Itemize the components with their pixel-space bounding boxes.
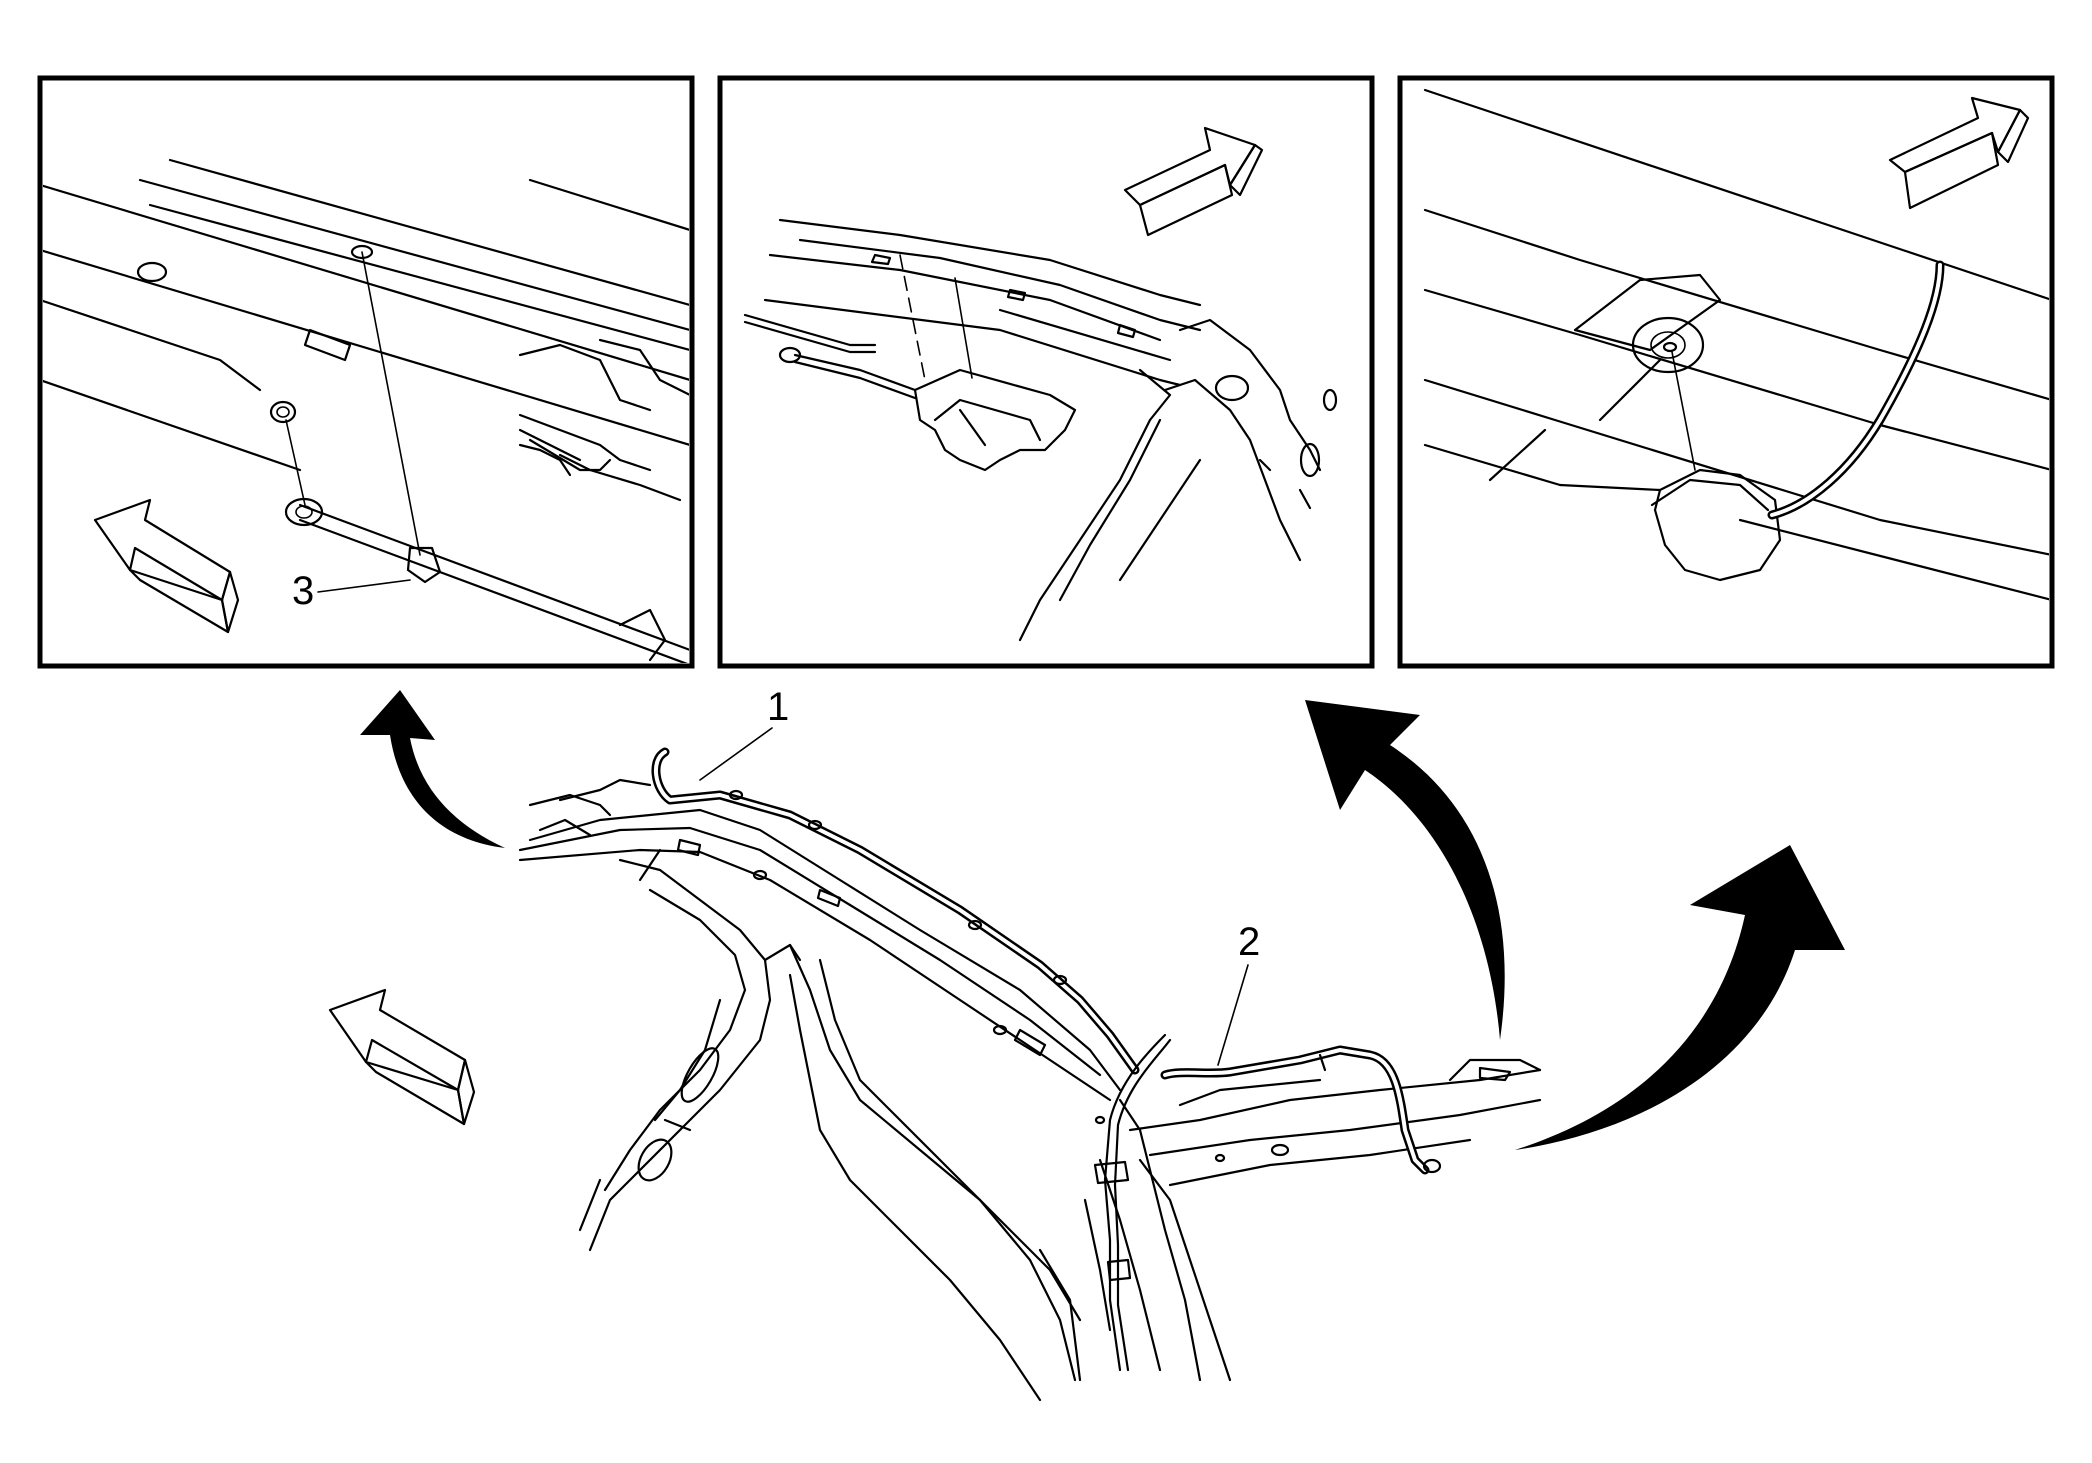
- direction-arrow-icon: [1888, 96, 2030, 210]
- callout-1: 1: [767, 685, 789, 729]
- callout-1-leader: [699, 727, 773, 781]
- curved-pointer-arrow-icon: [1305, 700, 1505, 1040]
- callout-3: 3: [292, 569, 314, 613]
- direction-arrow-icon: [328, 988, 476, 1126]
- main-assembly: 1 2: [328, 685, 1542, 1402]
- direction-arrow-icon: [1123, 126, 1264, 237]
- detail-panel-right: [1397, 75, 2055, 669]
- callout-2-leader: [1217, 964, 1249, 1066]
- clip-hole: [350, 244, 374, 260]
- clip-icon: [1093, 1160, 1132, 1282]
- grommet-icon: [269, 400, 297, 424]
- callout-2: 2: [1238, 920, 1260, 964]
- detail-panel-left: 3: [37, 75, 695, 669]
- detail-panel-center: [717, 75, 1375, 669]
- callout-3-leader: [317, 579, 411, 593]
- curved-pointer-arrow-icon: [1515, 845, 1845, 1150]
- curved-pointer-arrow-icon: [360, 690, 505, 848]
- direction-arrow-icon: [93, 498, 240, 634]
- grommet-icon: [1631, 316, 1705, 374]
- clip-icon: [284, 497, 442, 584]
